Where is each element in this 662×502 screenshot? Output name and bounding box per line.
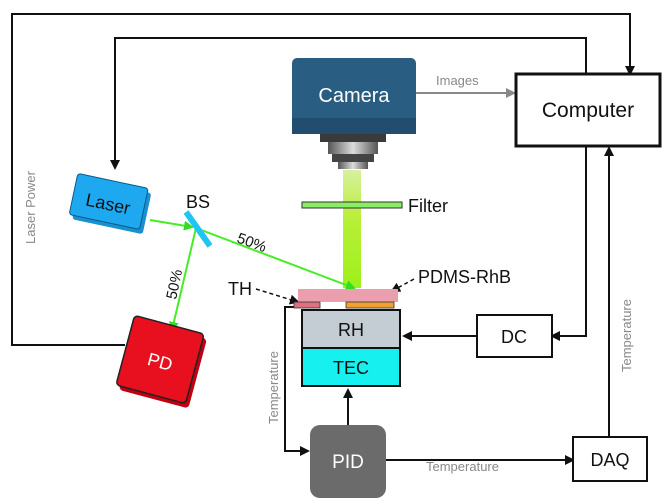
filter-label: Filter bbox=[408, 196, 448, 216]
beam-to-pd bbox=[168, 227, 197, 332]
tec-box bbox=[301, 347, 401, 387]
th-to-pid-line bbox=[284, 306, 310, 456]
pid-label: PID bbox=[332, 452, 364, 473]
pdms-rhb-label: PDMS-RhB bbox=[418, 267, 511, 287]
split-down-label: 50% bbox=[163, 268, 186, 301]
split-right-label: 50% bbox=[235, 230, 269, 256]
computer-to-laser-line bbox=[110, 37, 587, 170]
th-pointer bbox=[255, 288, 300, 305]
camera-label: Camera bbox=[318, 85, 390, 107]
beam-splitter bbox=[183, 210, 213, 248]
dc-box bbox=[476, 314, 553, 358]
daq-box bbox=[572, 436, 648, 482]
laser-beam bbox=[149, 219, 194, 231]
temperature-right-label: Temperature bbox=[619, 299, 634, 372]
camera-body-lower bbox=[292, 118, 416, 134]
pid-box bbox=[310, 425, 386, 498]
pdms-rhb-layer bbox=[298, 289, 398, 302]
computer-to-dc-line bbox=[550, 146, 587, 341]
thermocouple bbox=[293, 301, 321, 309]
images-label: Images bbox=[436, 73, 479, 88]
bs-label: BS bbox=[186, 192, 210, 212]
fluorescence-beam bbox=[343, 170, 361, 288]
laser-power-label: Laser Power bbox=[23, 170, 38, 244]
rh-box bbox=[301, 309, 401, 349]
rh-label: RH bbox=[338, 320, 364, 340]
camera-lens-icon bbox=[320, 134, 386, 169]
laser-power-line bbox=[11, 13, 635, 346]
pd-box bbox=[116, 315, 207, 408]
dc-label: DC bbox=[501, 327, 527, 347]
temperature-bottom-label: Temperature bbox=[426, 459, 499, 474]
beam-to-sample bbox=[195, 227, 356, 290]
tec-label: TEC bbox=[333, 358, 369, 378]
gold-layer bbox=[345, 301, 395, 309]
daq-label: DAQ bbox=[590, 450, 629, 470]
th-label: TH bbox=[228, 279, 252, 299]
laser-box bbox=[69, 173, 151, 234]
temperature-left-label: Temperature bbox=[266, 351, 281, 424]
computer-label: Computer bbox=[542, 99, 634, 122]
computer-box bbox=[514, 72, 662, 148]
filter bbox=[301, 201, 403, 209]
camera-body bbox=[292, 58, 416, 134]
